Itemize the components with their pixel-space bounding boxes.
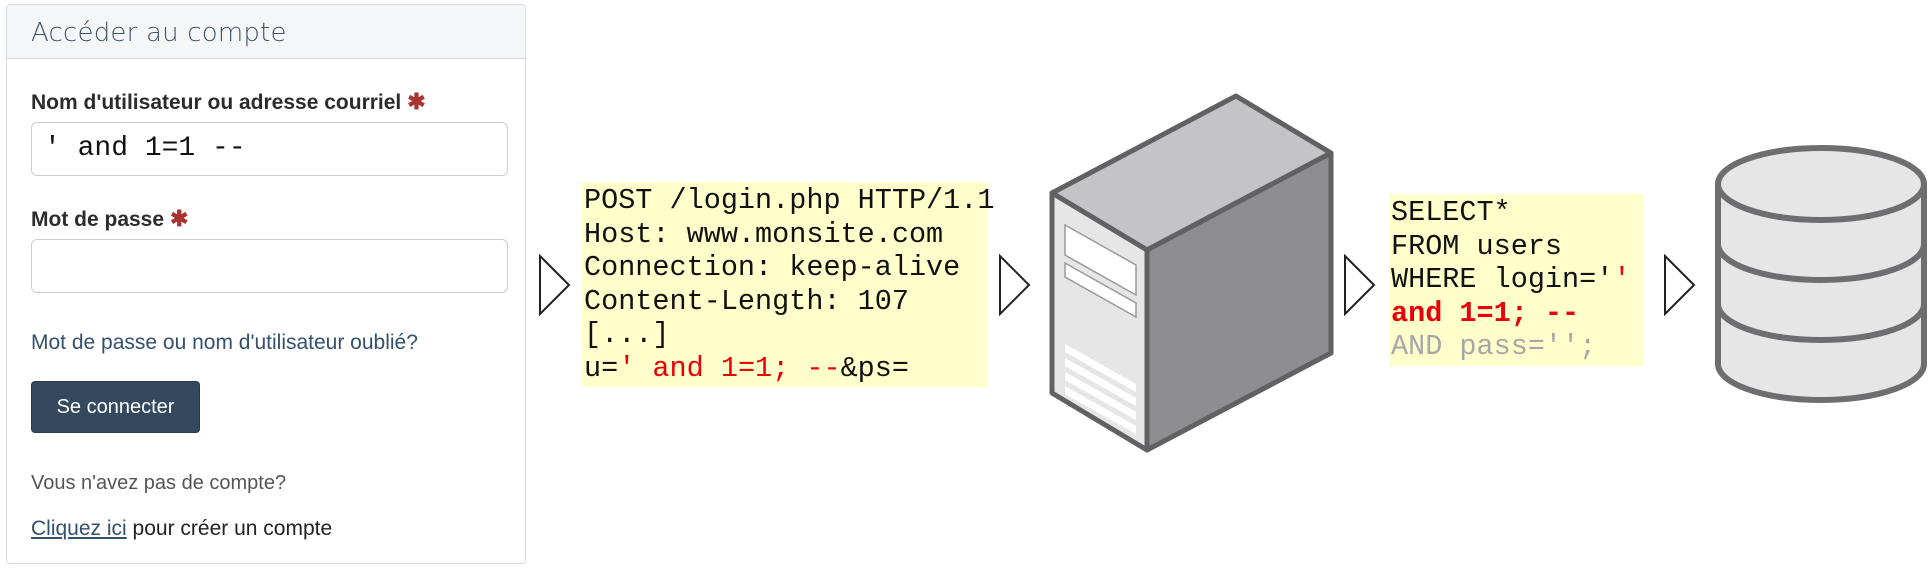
username-input-value: ' and 1=1 -- — [44, 133, 246, 164]
username-input[interactable]: ' and 1=1 -- — [31, 122, 508, 176]
arrow-right-icon — [539, 254, 571, 316]
sql-injected-line: and 1=1; -- — [1391, 296, 1580, 330]
sql-line: FROM users — [1391, 229, 1563, 263]
payload-suffix: &ps= — [840, 351, 909, 385]
required-icon: ✱ — [407, 89, 426, 114]
create-account-line: Cliquez ici pour créer un compte — [31, 517, 332, 541]
http-request-line: Host: www.monsite.com — [584, 217, 944, 251]
password-label-text: Mot de passe — [31, 208, 165, 231]
sql-line: SELECT* — [1391, 196, 1511, 229]
password-label: Mot de passe✱ — [31, 206, 188, 232]
http-request-line: Content-Length: 107 — [584, 284, 909, 318]
arrow-right-icon — [999, 254, 1031, 316]
database-icon — [1715, 145, 1927, 403]
http-request-line: Connection: keep-alive — [584, 251, 961, 284]
payload-prefix: u= — [584, 351, 619, 385]
no-account-text: Vous n'avez pas de compte? — [31, 472, 287, 494]
payload-injected: ' and 1=1; -- — [618, 351, 841, 385]
http-payload-line: u=' and 1=1; --&ps= — [584, 352, 985, 386]
arrow-right-icon — [1664, 254, 1696, 316]
login-panel: Accéder au compte Nom d'utilisateur ou a… — [6, 4, 526, 564]
sql-injected-quote: ' — [1613, 263, 1631, 296]
panel-title: Accéder au compte — [31, 18, 287, 48]
username-label: Nom d'utilisateur ou adresse courriel✱ — [31, 89, 426, 115]
username-label-text: Nom d'utilisateur ou adresse courriel — [31, 91, 402, 114]
sql-where-prefix: WHERE login=' — [1391, 263, 1614, 296]
create-account-text: pour créer un compte — [126, 517, 333, 540]
login-button[interactable]: Se connecter — [31, 381, 200, 433]
http-request-line: POST /login.php HTTP/1.1 — [584, 184, 995, 217]
panel-header — [7, 5, 525, 59]
required-icon: ✱ — [170, 206, 189, 231]
http-request-line: [...] — [584, 318, 670, 351]
sql-line: WHERE login='' — [1391, 263, 1641, 297]
password-input[interactable] — [31, 239, 508, 293]
forgot-password-link[interactable]: Mot de passe ou nom d'utilisateur oublié… — [31, 331, 418, 354]
create-account-link[interactable]: Cliquez ici — [31, 517, 127, 540]
sql-commented-line: AND pass=''; — [1391, 330, 1597, 363]
server-icon — [1049, 93, 1334, 453]
arrow-right-icon — [1344, 254, 1376, 316]
